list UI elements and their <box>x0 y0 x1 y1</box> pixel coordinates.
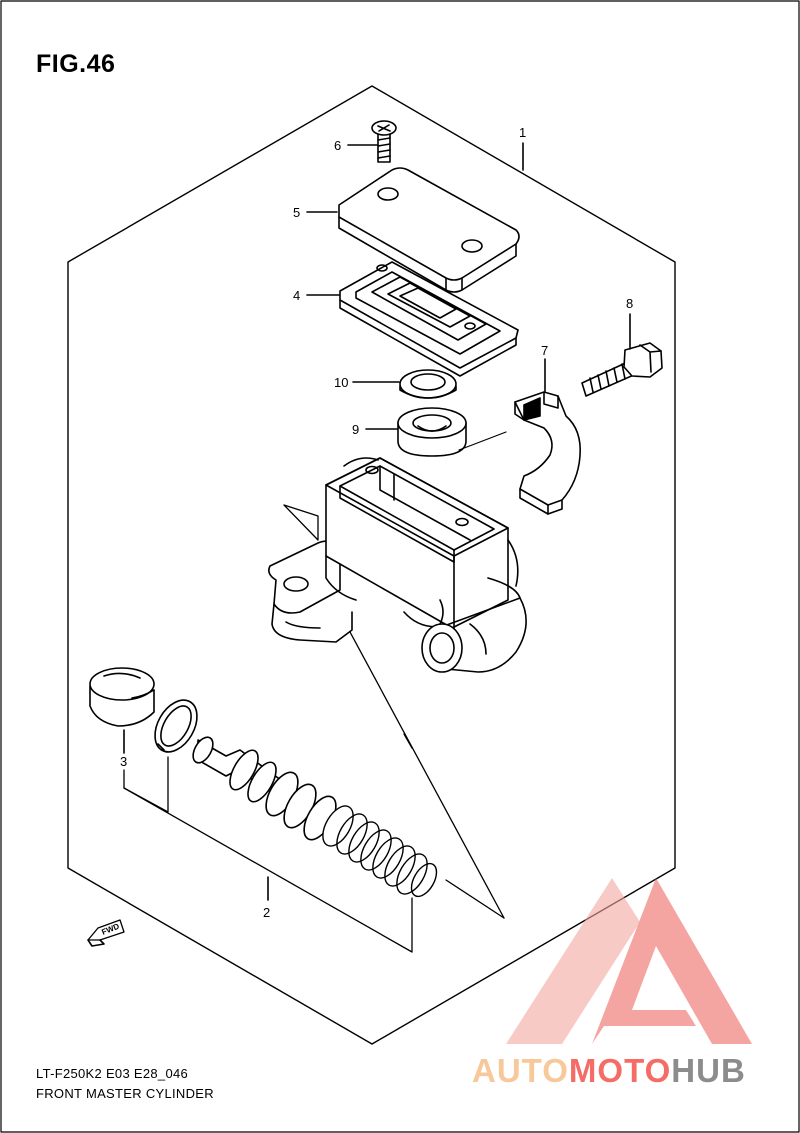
watermark-text: AUTOMOTOHUB <box>472 1052 746 1090</box>
callout-5: 5 <box>293 205 300 220</box>
clamp-bolt-part <box>581 342 663 397</box>
callout-10: 10 <box>334 375 348 390</box>
callout-4: 4 <box>293 288 300 303</box>
watermark-part-2: MOTO <box>568 1052 672 1089</box>
clamp-part <box>514 391 582 515</box>
callout-7: 7 <box>541 343 548 358</box>
callout-8: 8 <box>626 296 633 311</box>
cap-screw-part <box>371 120 397 163</box>
assembly-outline <box>67 85 676 1045</box>
callout-9: 9 <box>352 422 359 437</box>
figure-title: FIG.46 <box>36 50 116 78</box>
callout-3: 3 <box>120 754 127 769</box>
watermark-part-1: AUTO <box>472 1052 569 1089</box>
boot-part <box>89 667 155 727</box>
callout-1: 1 <box>519 125 526 140</box>
spring-part <box>322 805 438 898</box>
watermark-logo-icon <box>506 878 752 1044</box>
master-cylinder-body <box>268 457 527 673</box>
fwd-arrow-icon <box>87 919 125 947</box>
circlip-part <box>154 699 198 753</box>
callout-6: 6 <box>334 138 341 153</box>
model-code: LT-F250K2 E03 E28_046 <box>36 1066 189 1081</box>
reservoir-cap-part <box>338 167 520 293</box>
watermark-part-3: HUB <box>671 1052 746 1089</box>
reservoir-ring-part <box>397 407 467 457</box>
piston-part <box>192 736 337 841</box>
plate-part <box>399 369 457 399</box>
callout-2: 2 <box>263 905 270 920</box>
assembly-name: FRONT MASTER CYLINDER <box>36 1086 214 1101</box>
diaphragm-part <box>339 261 519 377</box>
